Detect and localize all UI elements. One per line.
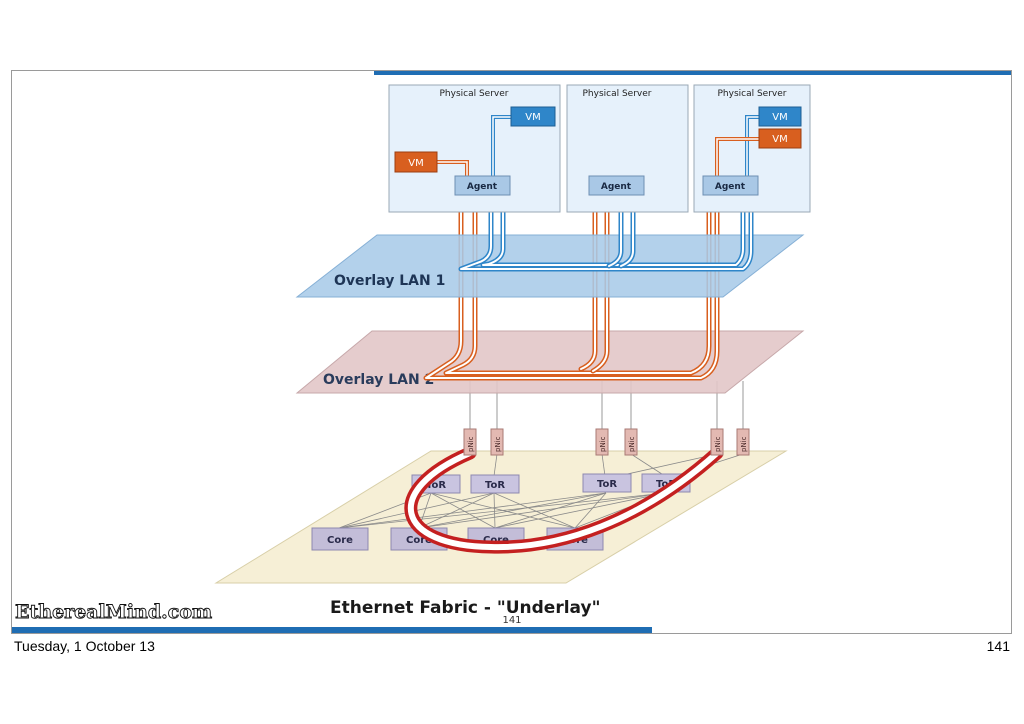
brand-logo: EtherealMind.com xyxy=(15,601,212,623)
underlay-path-inner xyxy=(407,450,720,551)
tor-label-3: ToR xyxy=(597,479,617,490)
pnic-label-3: pNic xyxy=(599,436,607,452)
vm-box-1b xyxy=(510,106,556,127)
overlay-lan-1-label: Overlay LAN 1 xyxy=(334,273,445,289)
server-title-2: Physical Server xyxy=(583,89,652,99)
pnics: pNic pNic pNic pNic pNic pNic xyxy=(463,428,750,456)
server-title-1: Physical Server xyxy=(440,89,509,99)
pnic-label-6: pNic xyxy=(740,436,748,452)
physical-server-1: Physical Server VM VM Agent xyxy=(388,84,561,213)
pnic-label-2: pNic xyxy=(494,436,502,452)
bottom-accent-bar xyxy=(12,627,652,633)
vm-label-3a: VM xyxy=(772,112,787,123)
physical-server-3: Physical Server VM VM Agent xyxy=(693,84,811,213)
pnic-2 xyxy=(490,428,504,456)
vm-label-1a: VM xyxy=(408,158,423,169)
slide-frame: ToR ToR ToR ToR Core Core Core Core pNic… xyxy=(11,70,1012,634)
pnic-3 xyxy=(595,428,609,456)
top-accent-bar xyxy=(374,71,1011,75)
tor-switch-3 xyxy=(582,473,632,493)
pnic-4 xyxy=(624,428,638,456)
core-label-3: Core xyxy=(483,535,509,546)
tor-label-4: ToR xyxy=(656,479,676,490)
vm-box-3a xyxy=(758,106,802,127)
footer-page-number: 141 xyxy=(986,638,1010,654)
overlay-lan-2-label: Overlay LAN 2 xyxy=(323,372,434,388)
server-box-1 xyxy=(388,84,561,213)
pnic-6 xyxy=(736,428,750,456)
physical-server-2: Physical Server Agent xyxy=(566,84,689,213)
agent-box-3 xyxy=(702,175,759,196)
vm-label-1b: VM xyxy=(525,112,540,123)
pnic-label-1: pNic xyxy=(467,436,475,452)
core-label-2: Core xyxy=(406,535,432,546)
fabric-label: Ethernet Fabric - "Underlay" xyxy=(330,598,600,618)
pnic-label-4: pNic xyxy=(628,436,636,452)
vm-box-1a xyxy=(394,151,438,173)
footer-date: Tuesday, 1 October 13 xyxy=(14,638,155,654)
vm-box-3b xyxy=(758,128,802,149)
core-label-1: Core xyxy=(327,535,353,546)
overlay-2-paths xyxy=(423,193,720,381)
agent-label-1: Agent xyxy=(467,182,498,192)
overlay-1-paths xyxy=(458,193,754,272)
pnic-1 xyxy=(463,428,477,456)
agent-label-2: Agent xyxy=(601,182,632,192)
pnic-5 xyxy=(710,428,724,456)
agent-box-1 xyxy=(454,175,511,196)
core-switch-1 xyxy=(311,527,369,551)
pnic-label-5: pNic xyxy=(714,436,722,452)
inner-slide-number: 141 xyxy=(502,615,521,626)
agent-box-2 xyxy=(588,175,645,196)
tor-switch-2 xyxy=(470,474,520,494)
server-title-3: Physical Server xyxy=(718,89,787,99)
vm-label-3b: VM xyxy=(772,134,787,145)
agent-label-3: Agent xyxy=(715,182,746,192)
tor-label-1: ToR xyxy=(426,480,446,491)
network-diagram: ToR ToR ToR ToR Core Core Core Core pNic… xyxy=(12,71,1011,633)
tor-label-2: ToR xyxy=(485,480,505,491)
